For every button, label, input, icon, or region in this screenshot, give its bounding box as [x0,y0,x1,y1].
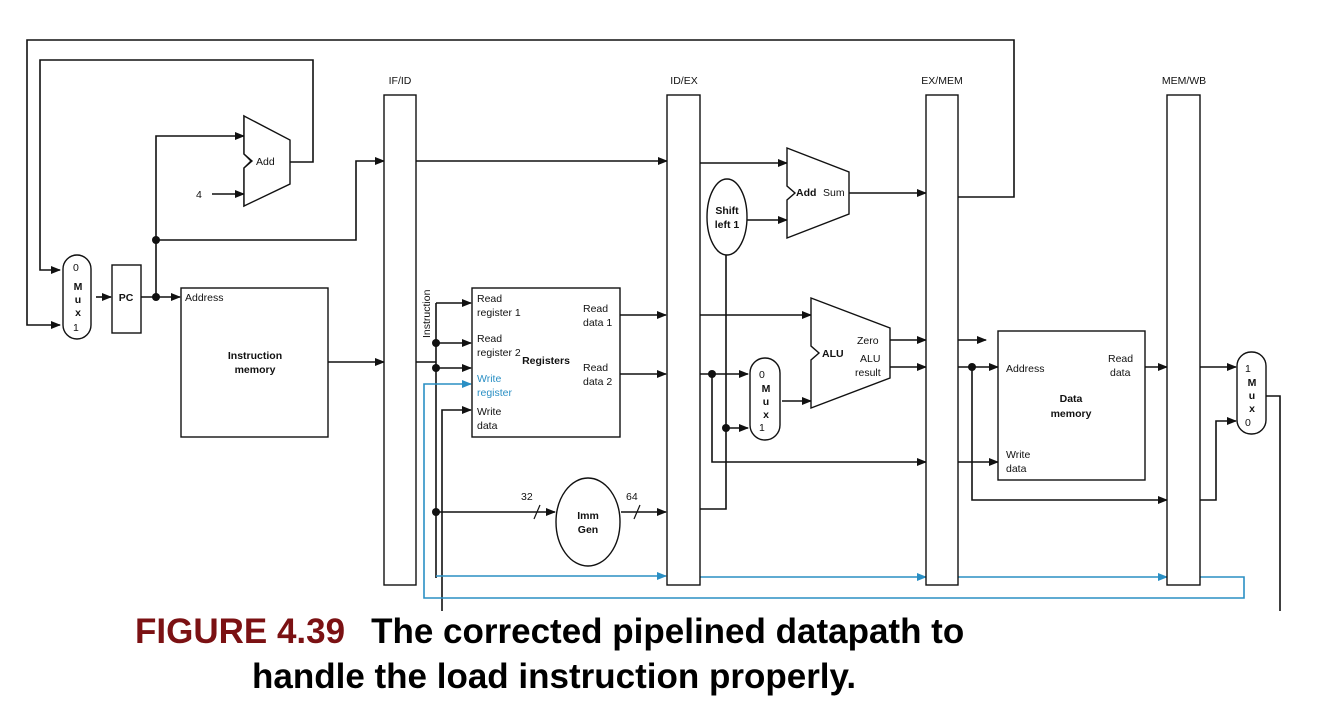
svg-text:Add: Add [256,156,275,168]
svg-text:data: data [1110,367,1131,379]
svg-text:Read: Read [477,293,502,305]
svg-text:Write: Write [477,373,501,385]
svg-text:M: M [762,383,771,395]
alu-source-mux: 0 M u x 1 [749,357,781,441]
immediate-generator: Imm Gen 32 64 [521,477,641,567]
mem-wb-label: MEM/WB [1162,75,1206,87]
program-counter: PC [111,264,142,334]
svg-text:u: u [1249,390,1255,402]
ex-mem-label: EX/MEM [921,75,962,87]
svg-text:memory: memory [235,364,276,376]
svg-text:x: x [75,307,81,319]
constant-four: 4 [196,189,202,201]
svg-text:64: 64 [626,491,638,503]
svg-text:Write: Write [477,406,501,418]
svg-text:0: 0 [73,262,79,274]
svg-text:register 2: register 2 [477,347,521,359]
pc-adder: Add [243,114,291,208]
svg-text:0: 0 [759,369,765,381]
svg-text:Shift: Shift [715,205,739,217]
figure-number: FIGURE 4.39 [135,612,346,651]
svg-text:data: data [1006,463,1027,475]
svg-text:M: M [1248,377,1257,389]
svg-text:Add: Add [796,187,816,199]
svg-text:data: data [477,420,498,432]
id-ex-label: ID/EX [670,75,697,87]
pipelined-datapath-diagram: IF/ID ID/EX EX/MEM MEM/WB 0 M u x 1 PC 4… [26,39,1281,611]
pc-mux: 0 M u x 1 [62,254,92,340]
svg-text:Registers: Registers [522,355,570,367]
junction-dots [152,236,976,516]
svg-text:data 2: data 2 [583,376,612,388]
svg-text:Address: Address [185,292,224,304]
svg-text:x: x [763,409,769,421]
svg-text:32: 32 [521,491,533,503]
svg-text:result: result [855,367,881,379]
svg-text:Write: Write [1006,449,1030,461]
pipeline-register-ex-mem: EX/MEM [921,75,963,586]
caption-line-1: FIGURE 4.39 The corrected pipelined datap… [135,612,964,653]
svg-text:left 1: left 1 [715,219,740,231]
write-register-path [423,380,1245,599]
instruction-wire-label: Instruction [421,289,433,338]
svg-text:Gen: Gen [578,524,598,536]
wires [26,39,1281,611]
svg-text:PC: PC [119,292,134,304]
svg-text:Read: Read [1108,353,1133,365]
instruction-memory: Address Instruction memory [180,287,329,438]
branch-adder: Add Sum [786,146,850,240]
figure-title-line-2: handle the load instruction properly. [252,657,857,696]
svg-text:Imm: Imm [577,510,599,522]
pipeline-register-if-id: IF/ID [383,75,417,586]
svg-text:ALU: ALU [860,353,880,365]
svg-text:register 1: register 1 [477,307,521,319]
svg-text:1: 1 [1245,363,1251,375]
svg-text:u: u [75,294,81,306]
shift-left-unit: Shift left 1 [706,178,748,256]
svg-text:data 1: data 1 [583,317,612,329]
alu: ALU Zero ALU result [810,296,891,410]
figure-title-line-1: The corrected pipelined datapath to [371,612,965,651]
if-id-label: IF/ID [389,75,412,87]
caption-line-2: handle the load instruction properly. [252,657,856,698]
pipeline-register-mem-wb: MEM/WB [1162,75,1206,586]
svg-text:register: register [477,387,513,399]
svg-text:Read: Read [583,303,608,315]
svg-text:1: 1 [73,322,79,334]
svg-text:Read: Read [583,362,608,374]
svg-text:Instruction: Instruction [228,350,282,362]
svg-text:u: u [763,396,769,408]
svg-text:Zero: Zero [857,335,879,347]
data-memory: Address Read data Data memory Write data [997,330,1146,481]
svg-text:x: x [1249,403,1255,415]
svg-text:Read: Read [477,333,502,345]
svg-text:ALU: ALU [822,348,844,360]
svg-text:Address: Address [1006,363,1045,375]
svg-text:M: M [74,281,83,293]
svg-text:1: 1 [759,422,765,434]
pipeline-register-id-ex: ID/EX [666,75,701,586]
svg-text:0: 0 [1245,417,1251,429]
svg-text:Data: Data [1060,393,1083,405]
svg-text:Sum: Sum [823,187,845,199]
writeback-mux: 1 M u x 0 [1236,351,1267,435]
svg-text:memory: memory [1051,408,1092,420]
register-file: Read register 1 Read register 2 Write re… [471,287,621,438]
